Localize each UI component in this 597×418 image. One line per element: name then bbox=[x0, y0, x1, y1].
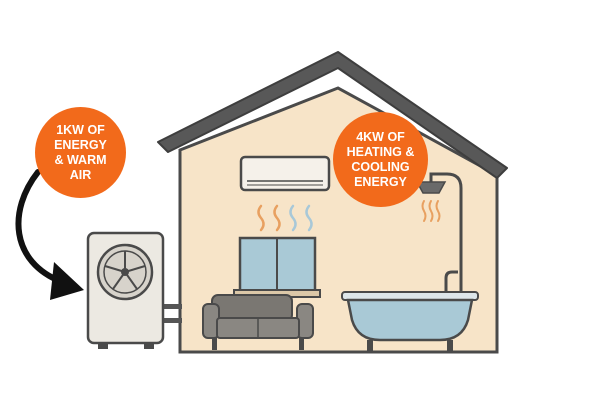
heat-pump-unit-icon bbox=[86, 231, 182, 349]
arrow-icon bbox=[15, 169, 84, 300]
output-energy-badge: 4KW OF HEATING & COOLING ENERGY bbox=[333, 112, 428, 207]
output-energy-badge-circle bbox=[333, 112, 428, 207]
air-conditioner-icon bbox=[239, 155, 331, 192]
sofa-icon bbox=[202, 294, 314, 350]
input-energy-label: 1KW OF ENERGY & WARM AIR bbox=[54, 122, 107, 182]
shower-icon bbox=[415, 172, 463, 292]
input-energy-badge: 1KW OF ENERGY & WARM AIR bbox=[35, 107, 126, 198]
fan-icon bbox=[96, 243, 154, 301]
window-icon bbox=[233, 236, 321, 298]
bathtub-icon bbox=[341, 270, 479, 351]
input-energy-badge-circle bbox=[35, 107, 126, 198]
heat-waves-icon bbox=[257, 204, 313, 232]
output-energy-label: 4KW OF HEATING & COOLING ENERGY bbox=[346, 129, 415, 189]
